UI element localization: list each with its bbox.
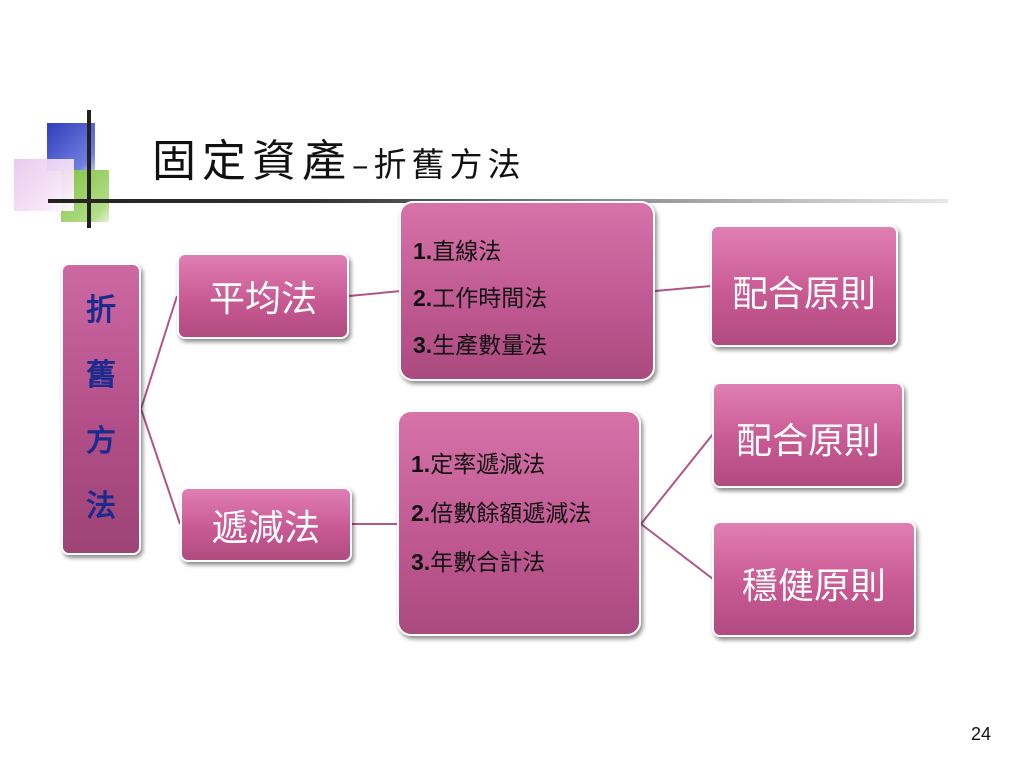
principle-conservatism-label: 穩健原則 [741,566,886,607]
slide-title: 固定資產–折舊方法 [152,130,852,194]
root-char: 舊 [86,358,116,394]
root-char: 法 [86,488,116,524]
link-root-to-declining [140,408,181,525]
root-char: 折 [86,293,116,328]
link-list2-to-matching [640,433,714,525]
root-vertical-text: 折 舊 方 法 [63,265,139,553]
list-item: 3.生產數量法 [413,332,548,359]
link-list2-to-conservative [640,523,714,580]
slide-title-sub: –折舊方法 [352,145,526,184]
method-declining-box: 遞減法 [180,487,352,562]
declining-methods-list-box: 1.定率遞減法 2.倍數餘額遞減法 3.年數合計法 [397,410,641,636]
link-root-to-average [140,295,178,410]
link-average-to-list [348,290,402,297]
method-declining-label: 遞減法 [211,507,320,549]
principle-matching-box-1: 配合原則 [710,225,898,347]
method-average-box: 平均法 [177,253,349,339]
list-item: 3.年數合計法 [411,549,546,576]
average-methods-list-box: 1.直線法 2.工作時間法 3.生產數量法 [399,201,655,381]
slide-title-main: 固定資產 [152,136,352,187]
principle-matching-label: 配合原則 [731,274,876,315]
link-list1-to-matching [654,285,712,292]
list-item: 1.定率遞減法 [411,451,546,478]
header-vertical-rule [87,110,91,228]
page-number: 24 [970,724,991,744]
root-depreciation-methods-box: 折 舊 方 法 [61,263,141,555]
method-average-label: 平均法 [208,279,317,320]
list-item: 2.倍數餘額遞減法 [411,500,592,527]
principle-matching-box-2: 配合原則 [712,382,904,488]
principle-matching-label: 配合原則 [735,421,880,462]
list-item: 1.直線法 [413,238,502,265]
list-item: 2.工作時間法 [413,285,548,312]
root-char: 方 [86,423,116,459]
principle-conservatism-box: 穩健原則 [712,521,916,637]
